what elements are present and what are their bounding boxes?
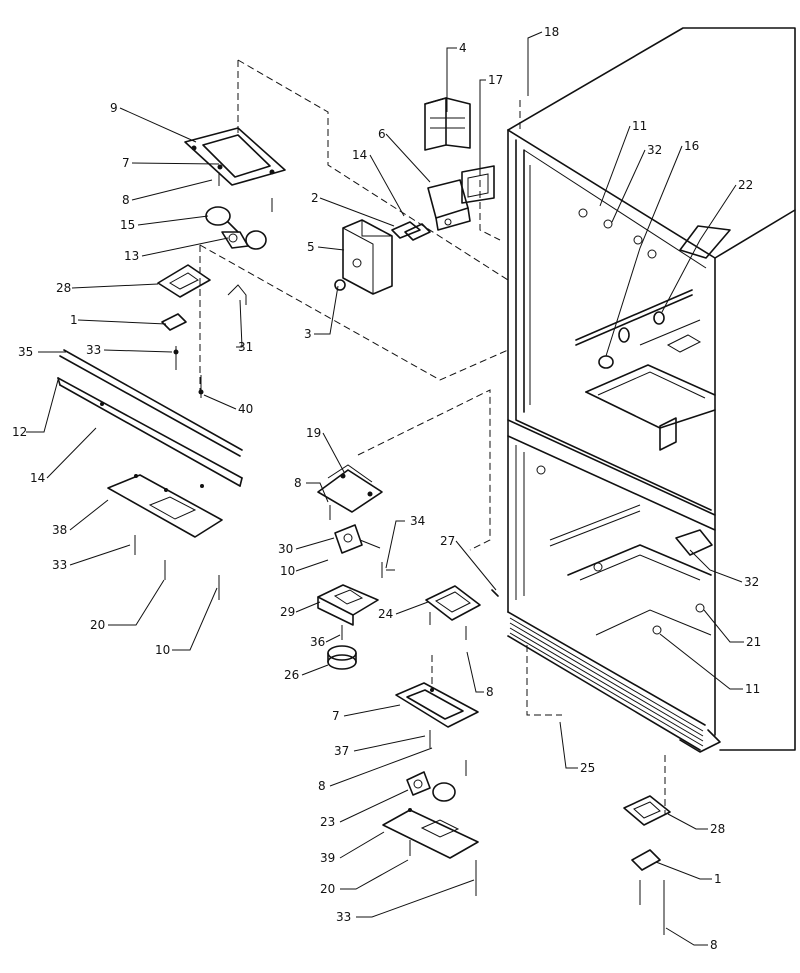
callout-14-top: 14 — [352, 148, 367, 162]
callout-7-bottom: 7 — [332, 709, 340, 723]
callout-40: 40 — [238, 402, 253, 416]
callout-13: 13 — [124, 249, 139, 263]
assembly-lines — [199, 59, 666, 815]
callout-3: 3 — [304, 327, 312, 341]
callout-20-left: 20 — [90, 618, 105, 632]
callout-30: 30 — [278, 542, 293, 556]
callout-12: 12 — [12, 425, 27, 439]
callout-labels: 18 4 17 9 6 11 32 16 7 14 8 2 22 15 5 13… — [12, 25, 761, 952]
callout-32-right: 32 — [744, 575, 759, 589]
callout-23: 23 — [320, 815, 335, 829]
callout-17: 17 — [488, 73, 503, 87]
callout-33-left: 33 — [52, 558, 67, 572]
callout-27: 27 — [440, 534, 455, 548]
callout-8-center: 8 — [294, 476, 302, 490]
callout-28-top: 28 — [56, 281, 71, 295]
callout-26: 26 — [284, 668, 299, 682]
callout-38: 38 — [52, 523, 67, 537]
bracket-24 — [425, 585, 499, 640]
callout-14-left: 14 — [30, 471, 45, 485]
callout-16: 16 — [684, 139, 699, 153]
callout-15: 15 — [120, 218, 135, 232]
lower-switch-bracket — [623, 795, 671, 935]
callout-6: 6 — [378, 127, 386, 141]
fresh-food-light-assembly — [382, 682, 479, 896]
callout-19: 19 — [306, 426, 321, 440]
callout-8-mid: 8 — [486, 685, 494, 699]
callout-10-center: 10 — [280, 564, 295, 578]
callout-8-bottom: 8 — [710, 938, 718, 952]
callout-5: 5 — [307, 240, 315, 254]
callout-24: 24 — [378, 607, 393, 621]
callout-1-bottom: 1 — [714, 872, 722, 886]
callout-10-left: 10 — [155, 643, 170, 657]
control-housing-components — [334, 97, 495, 295]
leader-lines — [26, 31, 744, 946]
callout-8-lower: 8 — [318, 779, 326, 793]
callout-25: 25 — [580, 761, 595, 775]
callout-39: 39 — [320, 851, 335, 865]
callout-11-top: 11 — [632, 119, 647, 133]
callout-32-top: 32 — [647, 143, 662, 157]
lower-left-cover — [107, 474, 223, 600]
callout-33-top: 33 — [86, 343, 101, 357]
callout-9: 9 — [110, 101, 118, 115]
callout-2: 2 — [311, 191, 319, 205]
callout-33-bottom: 33 — [336, 910, 351, 924]
callout-18: 18 — [544, 25, 559, 39]
callout-4: 4 — [459, 41, 467, 55]
callout-35: 35 — [18, 345, 33, 359]
callout-31: 31 — [238, 340, 253, 354]
callout-1-top: 1 — [70, 313, 78, 327]
callout-28-bottom: 28 — [710, 822, 725, 836]
callout-37: 37 — [334, 744, 349, 758]
trim-rails — [57, 349, 243, 487]
callout-36: 36 — [310, 635, 325, 649]
callout-8-top: 8 — [122, 193, 130, 207]
refrigerator-cabinet — [507, 27, 796, 753]
callout-34: 34 — [410, 514, 425, 528]
freezer-light-assembly — [157, 127, 286, 398]
callout-7-top: 7 — [122, 156, 130, 170]
control-assembly — [317, 464, 395, 670]
callout-20-bottom: 20 — [320, 882, 335, 896]
callout-11-bottom: 11 — [745, 682, 760, 696]
callout-29: 29 — [280, 605, 295, 619]
callout-22: 22 — [738, 178, 753, 192]
callout-21: 21 — [746, 635, 761, 649]
